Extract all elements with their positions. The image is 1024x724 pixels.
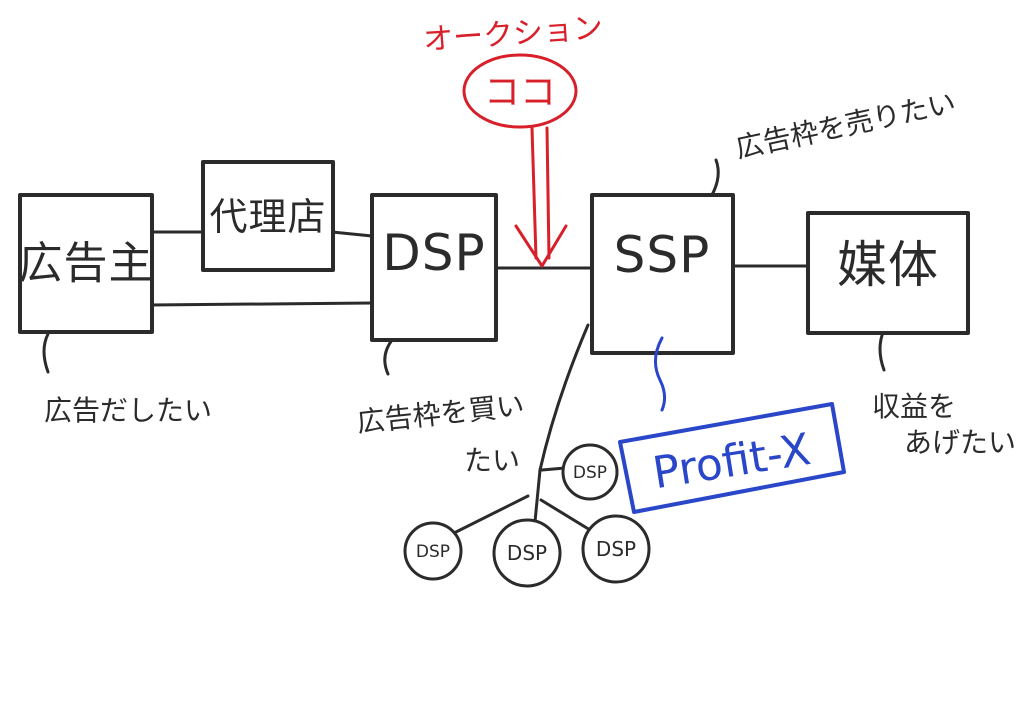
auction-marker: ココ: [484, 72, 556, 113]
ssp-note-leader: [710, 158, 720, 197]
advertiser-label: 広告主: [19, 238, 154, 289]
extra-dsp-2: DSP: [403, 521, 463, 581]
media-note-line2: あげたい: [904, 426, 1016, 459]
agency-dsp-link: [330, 230, 374, 238]
media-box: [806, 211, 970, 335]
auction-circle: [462, 53, 578, 129]
media-note-leader: [878, 328, 886, 372]
extra-dsp-4-label: DSP: [596, 537, 636, 561]
advertiser-dsp-link: [148, 301, 374, 307]
extra-dsp-1: DSP: [561, 443, 619, 501]
media-note-line1: 収益を: [872, 390, 956, 423]
ssp-branch-line: [538, 323, 590, 472]
media-label: 媒体: [837, 236, 939, 294]
dsp-box: [370, 193, 498, 342]
advertiser-note: 広告だしたい: [44, 394, 212, 427]
dsp-label: DSP: [382, 224, 485, 282]
advertiser-note-leader: [42, 332, 50, 374]
extra-dsp-2-label: DSP: [416, 542, 450, 562]
ssp-note: 広告枠を売りたい: [733, 86, 959, 165]
auction-arrow: [514, 126, 568, 268]
product-link: [654, 336, 667, 412]
extra-dsp-3: DSP: [492, 518, 562, 588]
extra-dsp-3-label: DSP: [507, 541, 547, 565]
extra-dsp-1-circle: [561, 443, 619, 501]
extra-dsp-2-circle: [403, 521, 463, 581]
ssp-label: SSP: [614, 226, 711, 284]
extra-dsp-1-label: DSP: [573, 463, 607, 483]
advertiser-box: [18, 193, 154, 334]
branch-to-dsp-right: [539, 498, 597, 535]
agency-box: [201, 160, 335, 272]
dsp-note-line1: 広告枠を買い: [355, 389, 526, 439]
agency-label: 代理店: [209, 195, 326, 239]
auction-label: オークション: [422, 11, 604, 58]
product-box: [618, 402, 846, 514]
extra-dsp-3-circle: [492, 518, 562, 588]
dsp-note-line2: たい: [464, 444, 520, 477]
branch-to-dsp-left: [450, 494, 530, 536]
ssp-box: [590, 193, 735, 355]
dsp-note-leader: [383, 338, 394, 376]
extra-dsp-4: DSP: [581, 514, 651, 584]
extra-dsp-4-circle: [581, 514, 651, 584]
